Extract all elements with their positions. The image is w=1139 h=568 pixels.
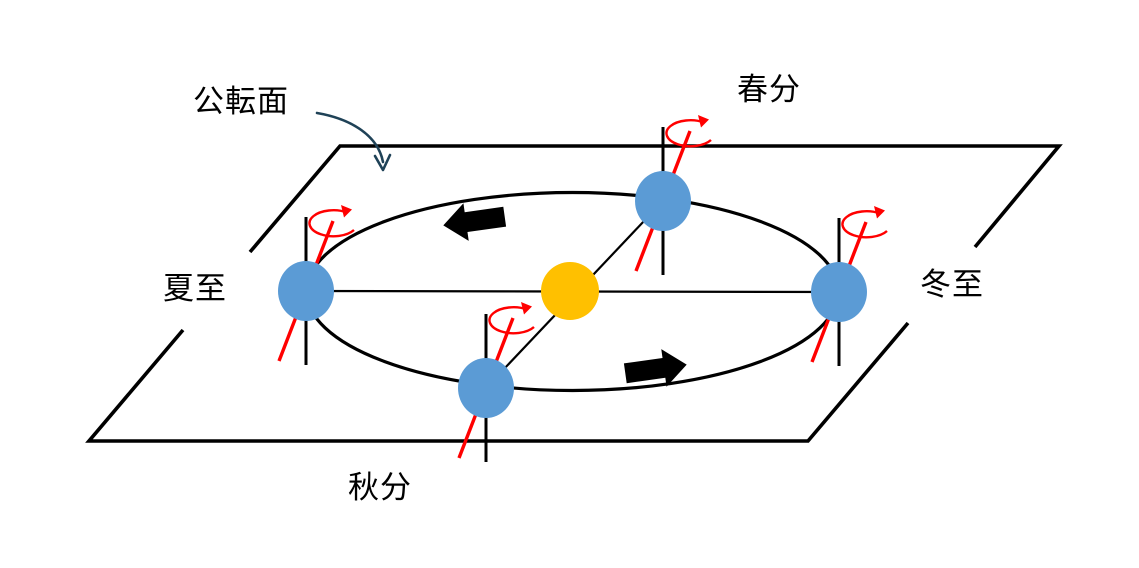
spin-arrowhead-autumn-icon (521, 302, 532, 315)
autumn-equinox-label: 秋分 (346, 470, 414, 506)
spin-arrowhead-winter-icon (874, 206, 885, 219)
winter-solstice-label: 冬至 (918, 267, 986, 303)
spin-arrowhead-summer-icon (341, 205, 352, 218)
spin-arc-winter (841, 210, 888, 239)
summer-solstice-label: 夏至 (161, 271, 229, 307)
orbital-plane-bottom-edge (85, 321, 910, 443)
revolution-arrow-left-icon (443, 203, 507, 241)
spring-equinox-label: 春分 (735, 72, 803, 108)
sun (541, 262, 599, 320)
spin-arc-spring (665, 119, 712, 148)
spin-arc-summer (308, 209, 355, 238)
spin-indicator-group (308, 115, 888, 335)
revolution-arrow-group (443, 203, 687, 387)
revolution-arrow-right-icon (623, 349, 687, 387)
earth-winter (811, 262, 867, 322)
spin-arc-autumn (488, 306, 535, 335)
plane-callout-arrow-icon (315, 111, 392, 172)
earth-summer (278, 261, 334, 321)
earth-spring (635, 171, 691, 231)
plane-callout-curve (315, 111, 385, 164)
spin-arrowhead-spring-icon (698, 115, 709, 128)
earth-group (278, 171, 867, 418)
plane-callout-arrowhead (373, 153, 392, 172)
spin-arrowheads (341, 115, 885, 315)
orbital-plane-label: 公転面 (191, 84, 291, 120)
earth-autumn (458, 358, 514, 418)
